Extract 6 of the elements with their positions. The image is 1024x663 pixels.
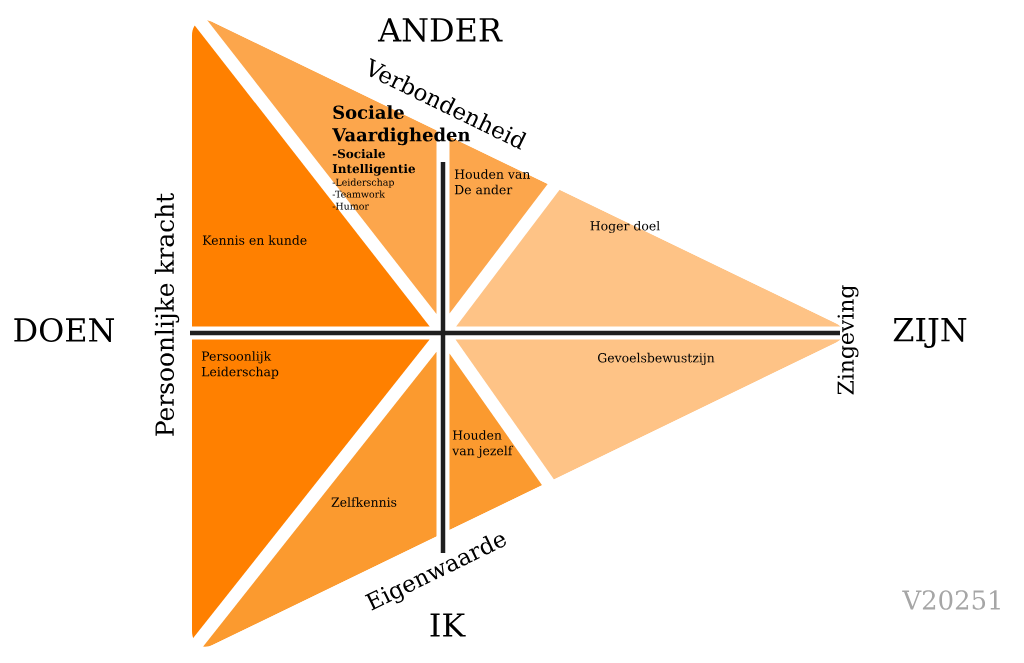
axis-label: ZIJN [893, 318, 967, 348]
axis-label: IK [430, 613, 466, 637]
side-label: Persoonlijke kracht [154, 193, 180, 436]
triangle-segment: Houden van jezelf [449, 353, 543, 531]
version-label: V20251 [902, 590, 1000, 610]
axis-label: DOEN [14, 317, 115, 343]
